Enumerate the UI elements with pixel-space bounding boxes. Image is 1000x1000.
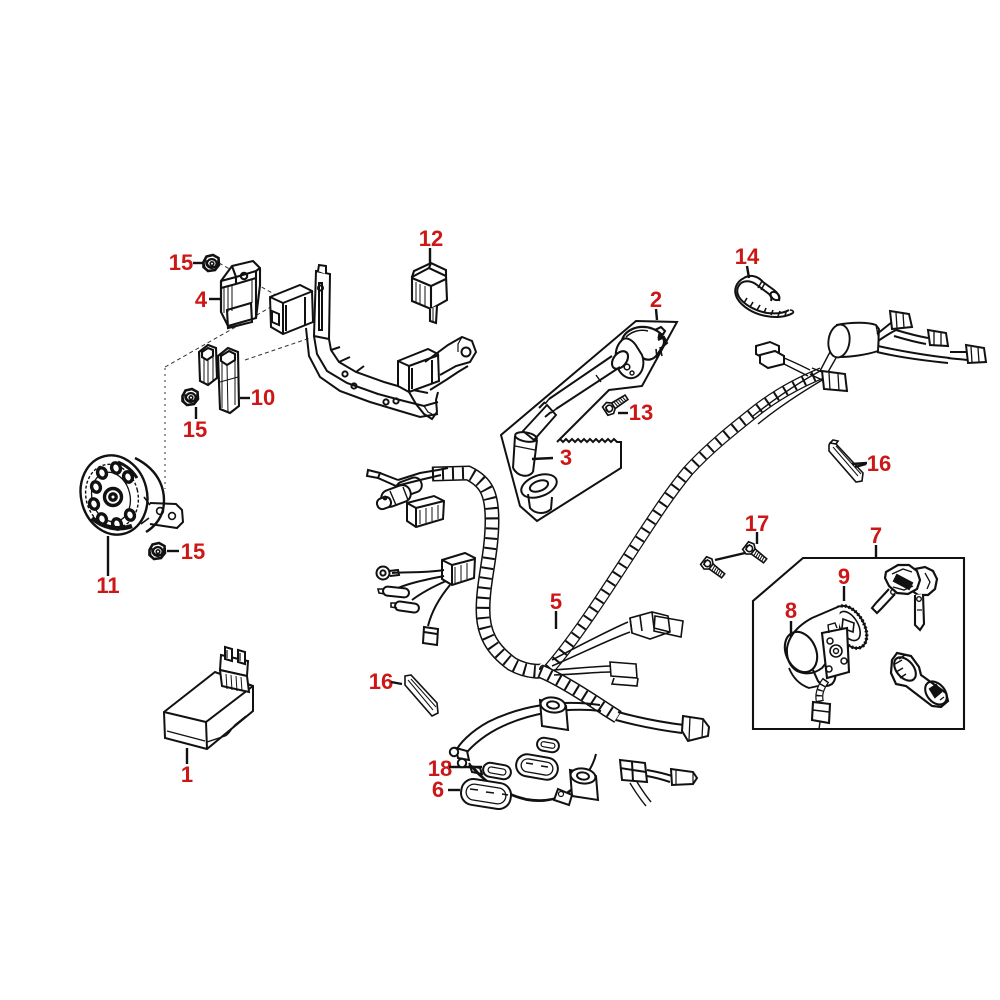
svg-text:12: 12	[419, 226, 443, 251]
svg-text:3: 3	[560, 445, 572, 470]
svg-text:18: 18	[428, 756, 452, 781]
svg-text:13: 13	[629, 400, 653, 425]
svg-text:15: 15	[181, 539, 205, 564]
svg-text:6: 6	[432, 777, 444, 802]
svg-text:4: 4	[195, 287, 208, 312]
svg-text:15: 15	[169, 250, 193, 275]
svg-text:5: 5	[550, 589, 562, 614]
svg-text:16: 16	[867, 451, 891, 476]
svg-text:1: 1	[181, 762, 193, 787]
svg-text:2: 2	[650, 287, 662, 312]
svg-text:14: 14	[735, 244, 760, 269]
svg-text:10: 10	[251, 385, 275, 410]
svg-text:16: 16	[369, 669, 393, 694]
svg-text:17: 17	[745, 511, 769, 536]
svg-text:11: 11	[96, 573, 119, 598]
svg-text:8: 8	[785, 598, 797, 623]
svg-text:7: 7	[870, 523, 882, 548]
svg-text:9: 9	[838, 564, 850, 589]
svg-text:15: 15	[183, 417, 207, 442]
